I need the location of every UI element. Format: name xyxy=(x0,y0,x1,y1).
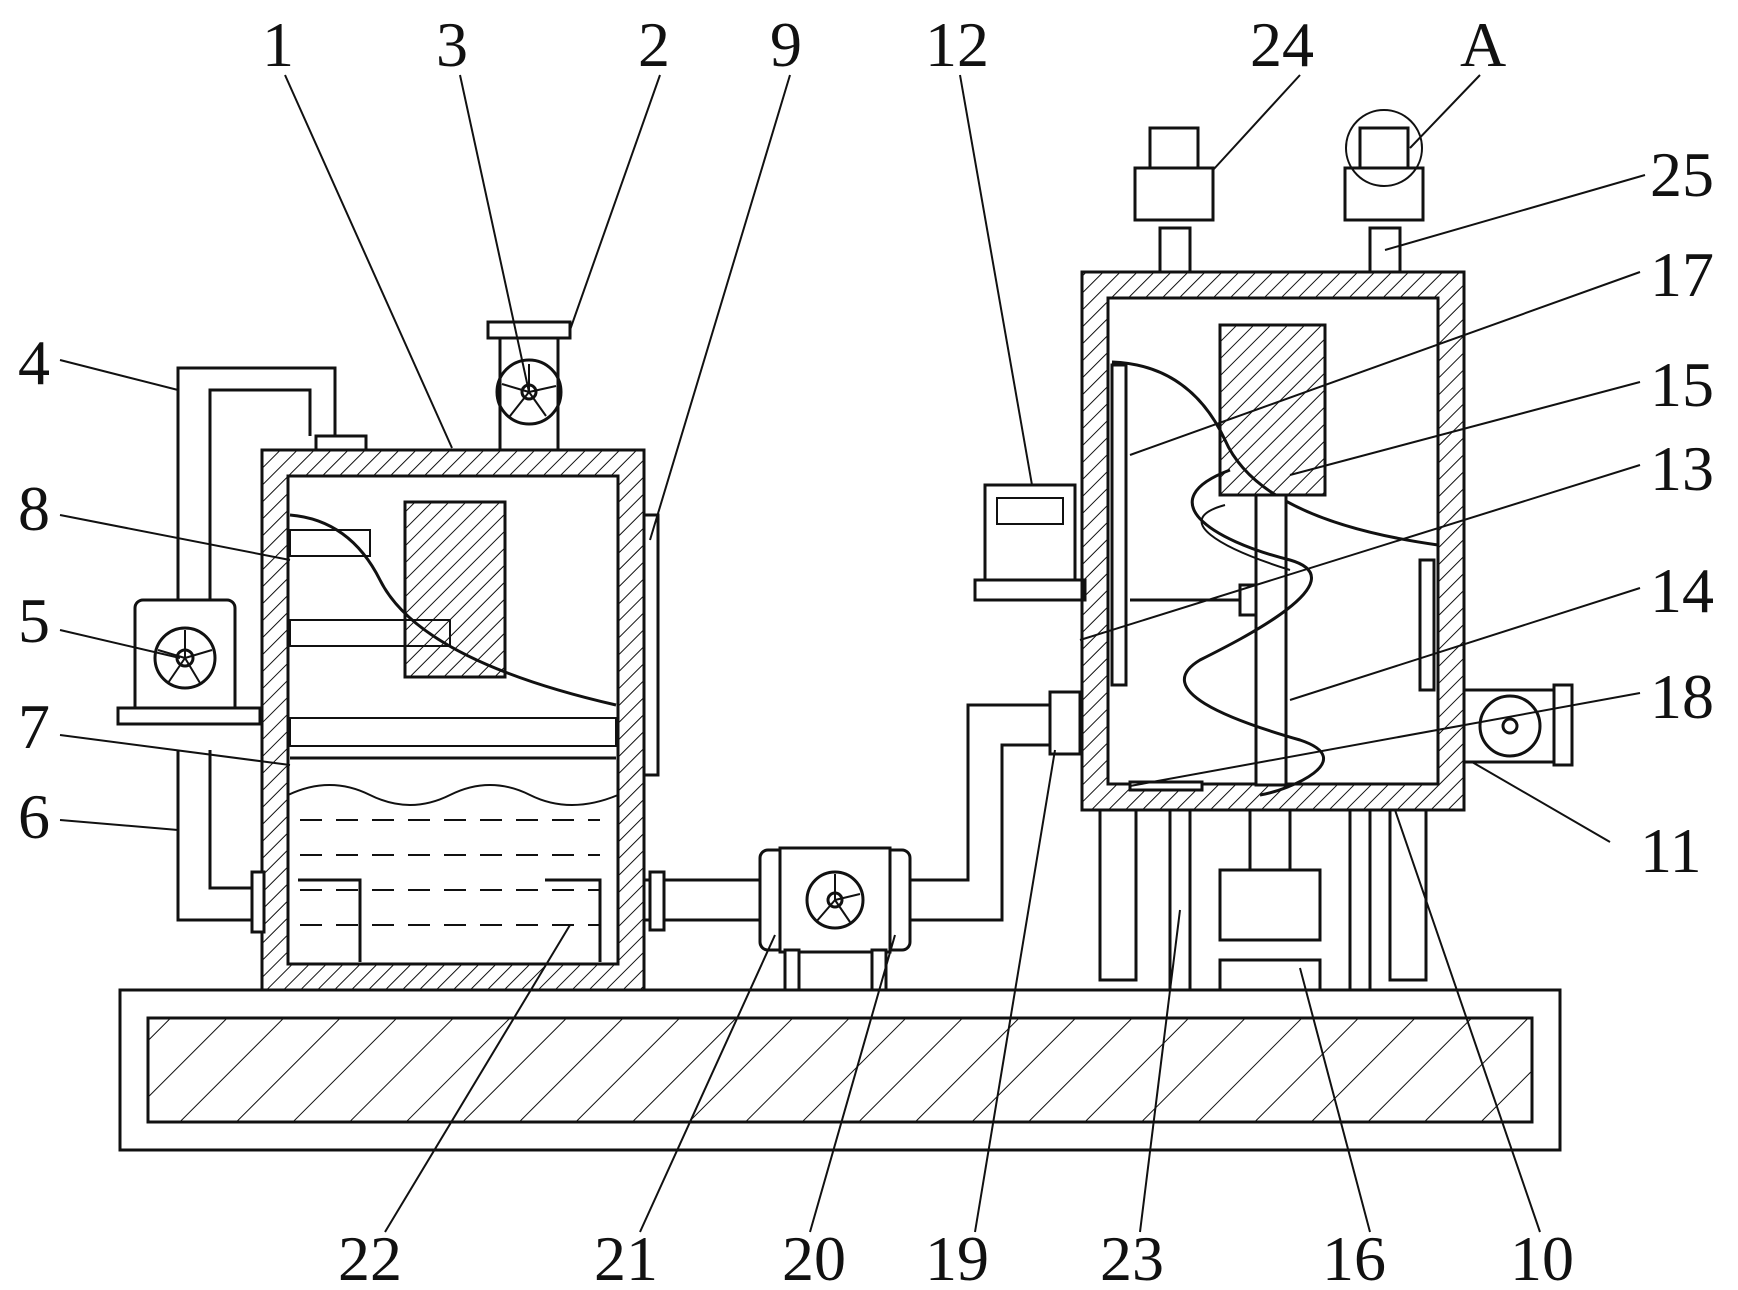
callout-25: 25 xyxy=(1650,139,1714,210)
callout-6: 6 xyxy=(18,781,50,852)
leader-lines xyxy=(59,74,1646,1233)
left-circulation-pipe xyxy=(176,366,337,934)
callout-16: 16 xyxy=(1322,1223,1386,1290)
top-valve-3 xyxy=(486,320,572,452)
callout-1: 1 xyxy=(262,9,294,80)
callout-13: 13 xyxy=(1650,433,1714,504)
callout-20: 20 xyxy=(782,1223,846,1290)
callout-23: 23 xyxy=(1100,1223,1164,1290)
callout-21: 21 xyxy=(594,1223,658,1290)
callout-A: A xyxy=(1460,9,1506,80)
left-tank xyxy=(260,434,660,992)
callout-12: 12 xyxy=(925,9,989,80)
liquid-dashes xyxy=(300,819,600,926)
connecting-pipe xyxy=(644,703,1050,992)
callout-24: 24 xyxy=(1250,9,1314,80)
callout-4: 4 xyxy=(18,327,50,398)
callout-labels: 1 3 2 9 12 24 A 25 17 15 13 14 18 11 4 8… xyxy=(18,9,1714,1290)
callout-2: 2 xyxy=(638,9,670,80)
callout-18: 18 xyxy=(1650,661,1714,732)
callout-15: 15 xyxy=(1650,349,1714,420)
callout-7: 7 xyxy=(18,691,50,762)
callout-19: 19 xyxy=(925,1223,989,1290)
pump-5 xyxy=(116,598,262,726)
callout-10: 10 xyxy=(1510,1223,1574,1290)
filter-19 xyxy=(1048,690,1082,756)
callout-9: 9 xyxy=(770,9,802,80)
callout-14: 14 xyxy=(1650,555,1714,626)
base-plate xyxy=(118,988,1562,1152)
callout-17: 17 xyxy=(1650,239,1714,310)
callout-11: 11 xyxy=(1640,815,1702,886)
callout-5: 5 xyxy=(18,585,50,656)
callout-22: 22 xyxy=(338,1223,402,1290)
right-tank xyxy=(1080,109,1574,992)
callout-8: 8 xyxy=(18,473,50,544)
callout-3: 3 xyxy=(436,9,468,80)
control-panel-12 xyxy=(973,483,1087,602)
